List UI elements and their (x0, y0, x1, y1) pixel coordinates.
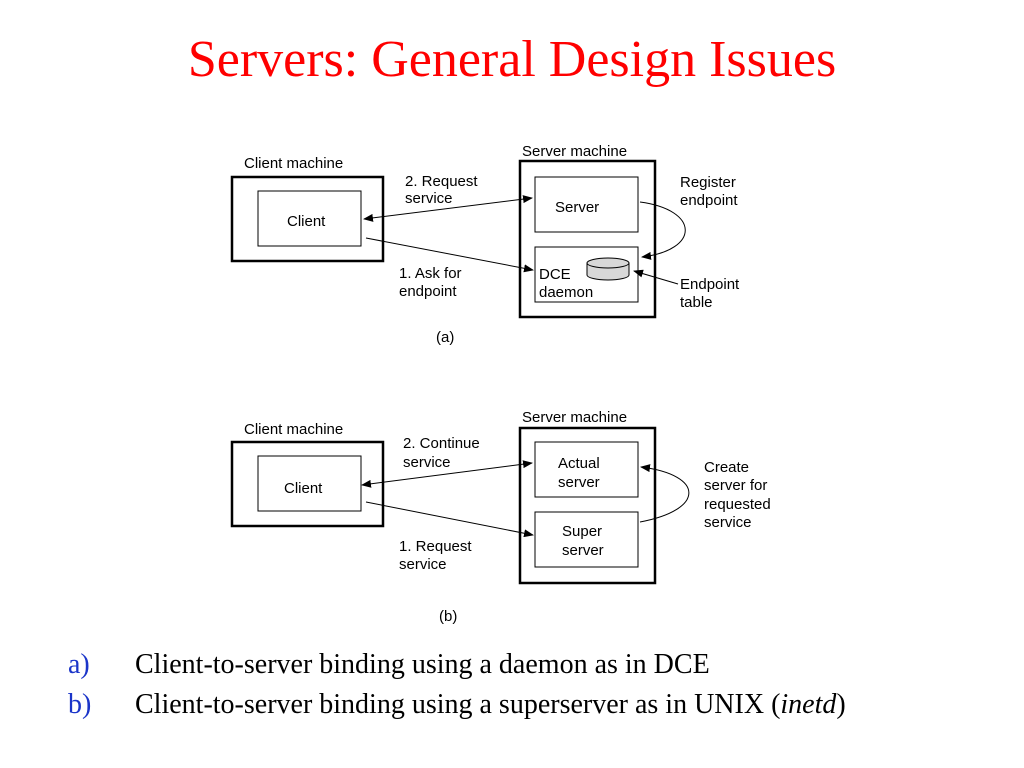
caption-marker-a: a) (68, 649, 90, 680)
step2-line2: service (405, 190, 453, 207)
actual-server-line1: Actual (558, 455, 600, 472)
register-line1: Register (680, 174, 736, 191)
binding-diagrams: Client machine Client Server machine Ser… (230, 143, 771, 625)
caption-text-b: Client-to-server binding using a superse… (135, 685, 846, 725)
create-line1: Create (704, 459, 749, 476)
diagram-b: Client machine Client Server machine Act… (230, 409, 771, 625)
caption-text-b-after: ) (836, 689, 846, 720)
caption-marker-b: b) (68, 689, 92, 720)
ask-endpoint-arrow (365, 237, 534, 273)
step1-line1: 1. Ask for (399, 265, 462, 282)
super-server-line2: server (562, 542, 604, 559)
caption-a: (a) (436, 329, 454, 346)
step2-line2: service (403, 454, 451, 471)
super-server-line1: Super (562, 523, 602, 540)
step1-line2: endpoint (399, 283, 457, 300)
step2-line1: 2. Continue (403, 435, 480, 452)
caption-item-b: b) Client-to-server binding using a supe… (68, 685, 1018, 725)
client-label: Client (287, 213, 326, 230)
server-machine-box (518, 159, 657, 319)
endpoint-table-line2: table (680, 294, 713, 311)
endpoint-table-icon (586, 257, 630, 281)
step1-line2: service (399, 556, 447, 573)
request-service-arrow (363, 195, 533, 222)
continue-service-arrow (361, 460, 533, 488)
daemon-label-line1: DCE (539, 266, 571, 283)
step2-line1: 2. Request (405, 173, 478, 190)
server-label: Server (555, 199, 599, 216)
endpoint-table-line1: Endpoint (680, 276, 740, 293)
client-machine-label: Client machine (244, 155, 343, 172)
client-box (257, 190, 362, 247)
client-box (257, 455, 362, 512)
actual-server-box (534, 441, 639, 498)
caption-list: a) Client-to-server binding using a daem… (68, 645, 1018, 725)
endpoint-table-pointer (633, 269, 679, 285)
caption-item-a: a) Client-to-server binding using a daem… (68, 645, 1018, 685)
caption-text-a: Client-to-server binding using a daemon … (135, 649, 710, 680)
client-machine-label: Client machine (244, 421, 343, 438)
request-service-arrow (365, 501, 534, 538)
super-server-box (534, 511, 639, 568)
server-box (534, 176, 639, 233)
step1-line1: 1. Request (399, 538, 472, 555)
client-label: Client (284, 480, 323, 497)
create-server-arrow (639, 464, 690, 523)
caption-text-b-italic: inetd (780, 689, 837, 720)
server-machine-label: Server machine (522, 409, 627, 426)
caption-text-b-before: Client-to-server binding using a superse… (135, 689, 781, 720)
create-line4: service (704, 514, 752, 531)
create-line2: server for (704, 477, 767, 494)
register-line2: endpoint (680, 192, 738, 209)
slide-title: Servers: General Design Issues (187, 31, 837, 88)
caption-b: (b) (439, 608, 457, 625)
daemon-label-line2: daemon (539, 284, 593, 301)
diagram-a: Client machine Client Server machine Ser… (230, 143, 740, 346)
create-line3: requested (704, 496, 771, 513)
register-endpoint-arrow (639, 201, 686, 260)
server-machine-label: Server machine (522, 143, 627, 160)
server-machine-box (518, 426, 657, 585)
actual-server-line2: server (558, 474, 600, 491)
